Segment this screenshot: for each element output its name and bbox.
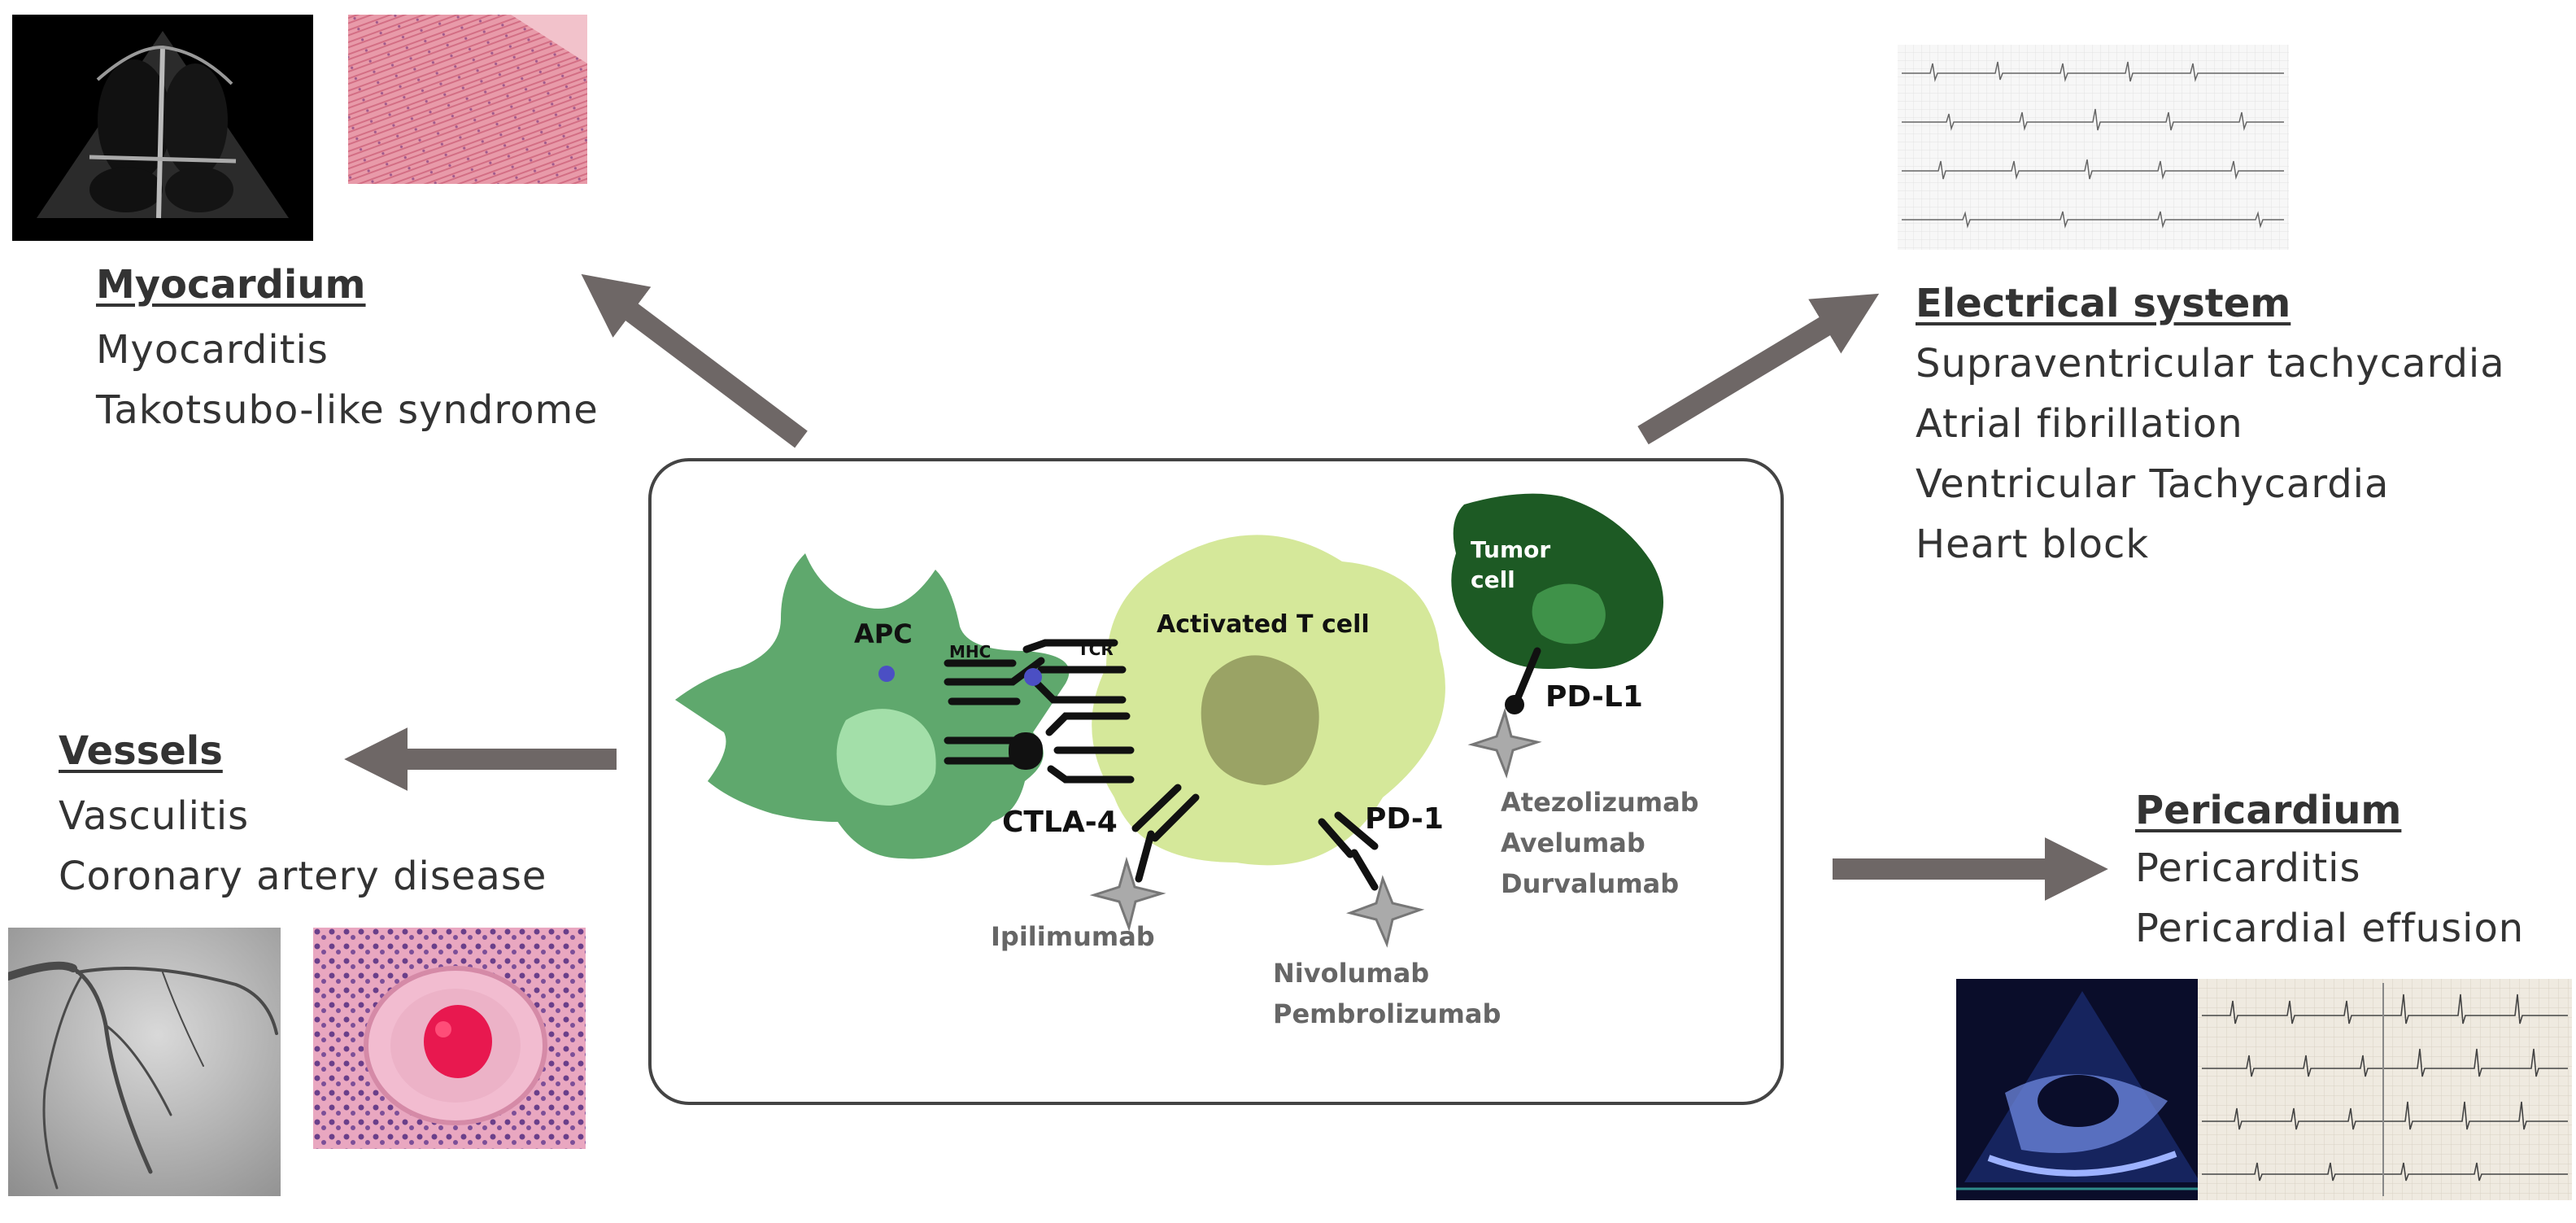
- peptide-dot: [1024, 668, 1042, 686]
- ctla4-receptor: [1131, 784, 1200, 883]
- pembrolizumab-label: Pembrolizumab: [1273, 998, 1501, 1029]
- ecg-strip-image: [1898, 45, 2289, 250]
- apc-label: APC: [854, 618, 913, 649]
- ipilimumab-star: [1089, 856, 1166, 933]
- avelumab-label: Avelumab: [1501, 828, 1645, 858]
- apc-cell: [675, 553, 1070, 859]
- pd1-receptor: [1318, 811, 1379, 891]
- myocardium-item-2: Takotsubo-like syndrome: [96, 387, 599, 433]
- apc-nucleus: [836, 709, 936, 806]
- tumor-label-line1: Tumor: [1471, 536, 1550, 563]
- myocardium-title: Myocardium: [96, 262, 366, 308]
- pericarditis-ecg-image: [2198, 979, 2572, 1200]
- myocardium-histology-image: [348, 15, 587, 184]
- mhc-label: MHC: [949, 642, 991, 662]
- coronary-angiogram-image: [8, 928, 281, 1196]
- arrow-to-myocardium: [581, 273, 808, 448]
- atezolizumab-label: Atezolizumab: [1501, 787, 1699, 818]
- vessels-item-2: Coronary artery disease: [59, 854, 547, 899]
- vessels-title: Vessels: [59, 728, 223, 774]
- electrical-item-2: Atrial fibrillation: [1916, 401, 2243, 447]
- pdl1-ligand: [1513, 647, 1541, 704]
- nivolumab-star: [1345, 875, 1425, 948]
- tumor-cell: [1451, 493, 1663, 669]
- electrical-system-title: Electrical system: [1916, 281, 2291, 326]
- pericardial-echo-image: [1956, 979, 2208, 1200]
- tumor-nucleus: [1532, 583, 1606, 644]
- electrical-item-3: Ventricular Tachycardia: [1916, 461, 2390, 507]
- pericardium-item-1: Pericarditis: [2135, 845, 2361, 891]
- mechanism-panel: [648, 458, 1784, 1105]
- ctla4-label: CTLA-4: [1002, 806, 1118, 839]
- vessels-item-1: Vasculitis: [59, 793, 250, 839]
- electrical-item-4: Heart block: [1916, 522, 2150, 567]
- atezolizumab-star: [1467, 707, 1542, 779]
- echo-four-chamber-image: [12, 15, 313, 241]
- vasculitis-histology-image: [313, 928, 586, 1149]
- myocardium-item-1: Myocarditis: [96, 327, 329, 373]
- durvalumab-label: Durvalumab: [1501, 868, 1679, 899]
- tumor-label-line2: cell: [1471, 566, 1515, 593]
- apc-antigen-dot: [878, 666, 895, 682]
- mhc-tcr-complex: [944, 639, 1127, 705]
- ipilimumab-label: Ipilimumab: [991, 921, 1155, 952]
- pd1-label: PD-1: [1365, 802, 1444, 836]
- t-cell-label: Activated T cell: [1157, 610, 1370, 639]
- tcr-label: TCR: [1078, 640, 1114, 659]
- t-cell-nucleus: [1201, 655, 1319, 785]
- electrical-item-1: Supraventricular tachycardia: [1916, 341, 2505, 387]
- pericardium-title: Pericardium: [2135, 788, 2402, 833]
- pericardium-item-2: Pericardial effusion: [2135, 906, 2525, 951]
- nivolumab-label: Nivolumab: [1273, 958, 1429, 989]
- costimulatory-pair: [944, 712, 1135, 784]
- pdl1-label: PD-L1: [1545, 680, 1643, 714]
- arrow-to-electrical-system: [1637, 293, 1880, 445]
